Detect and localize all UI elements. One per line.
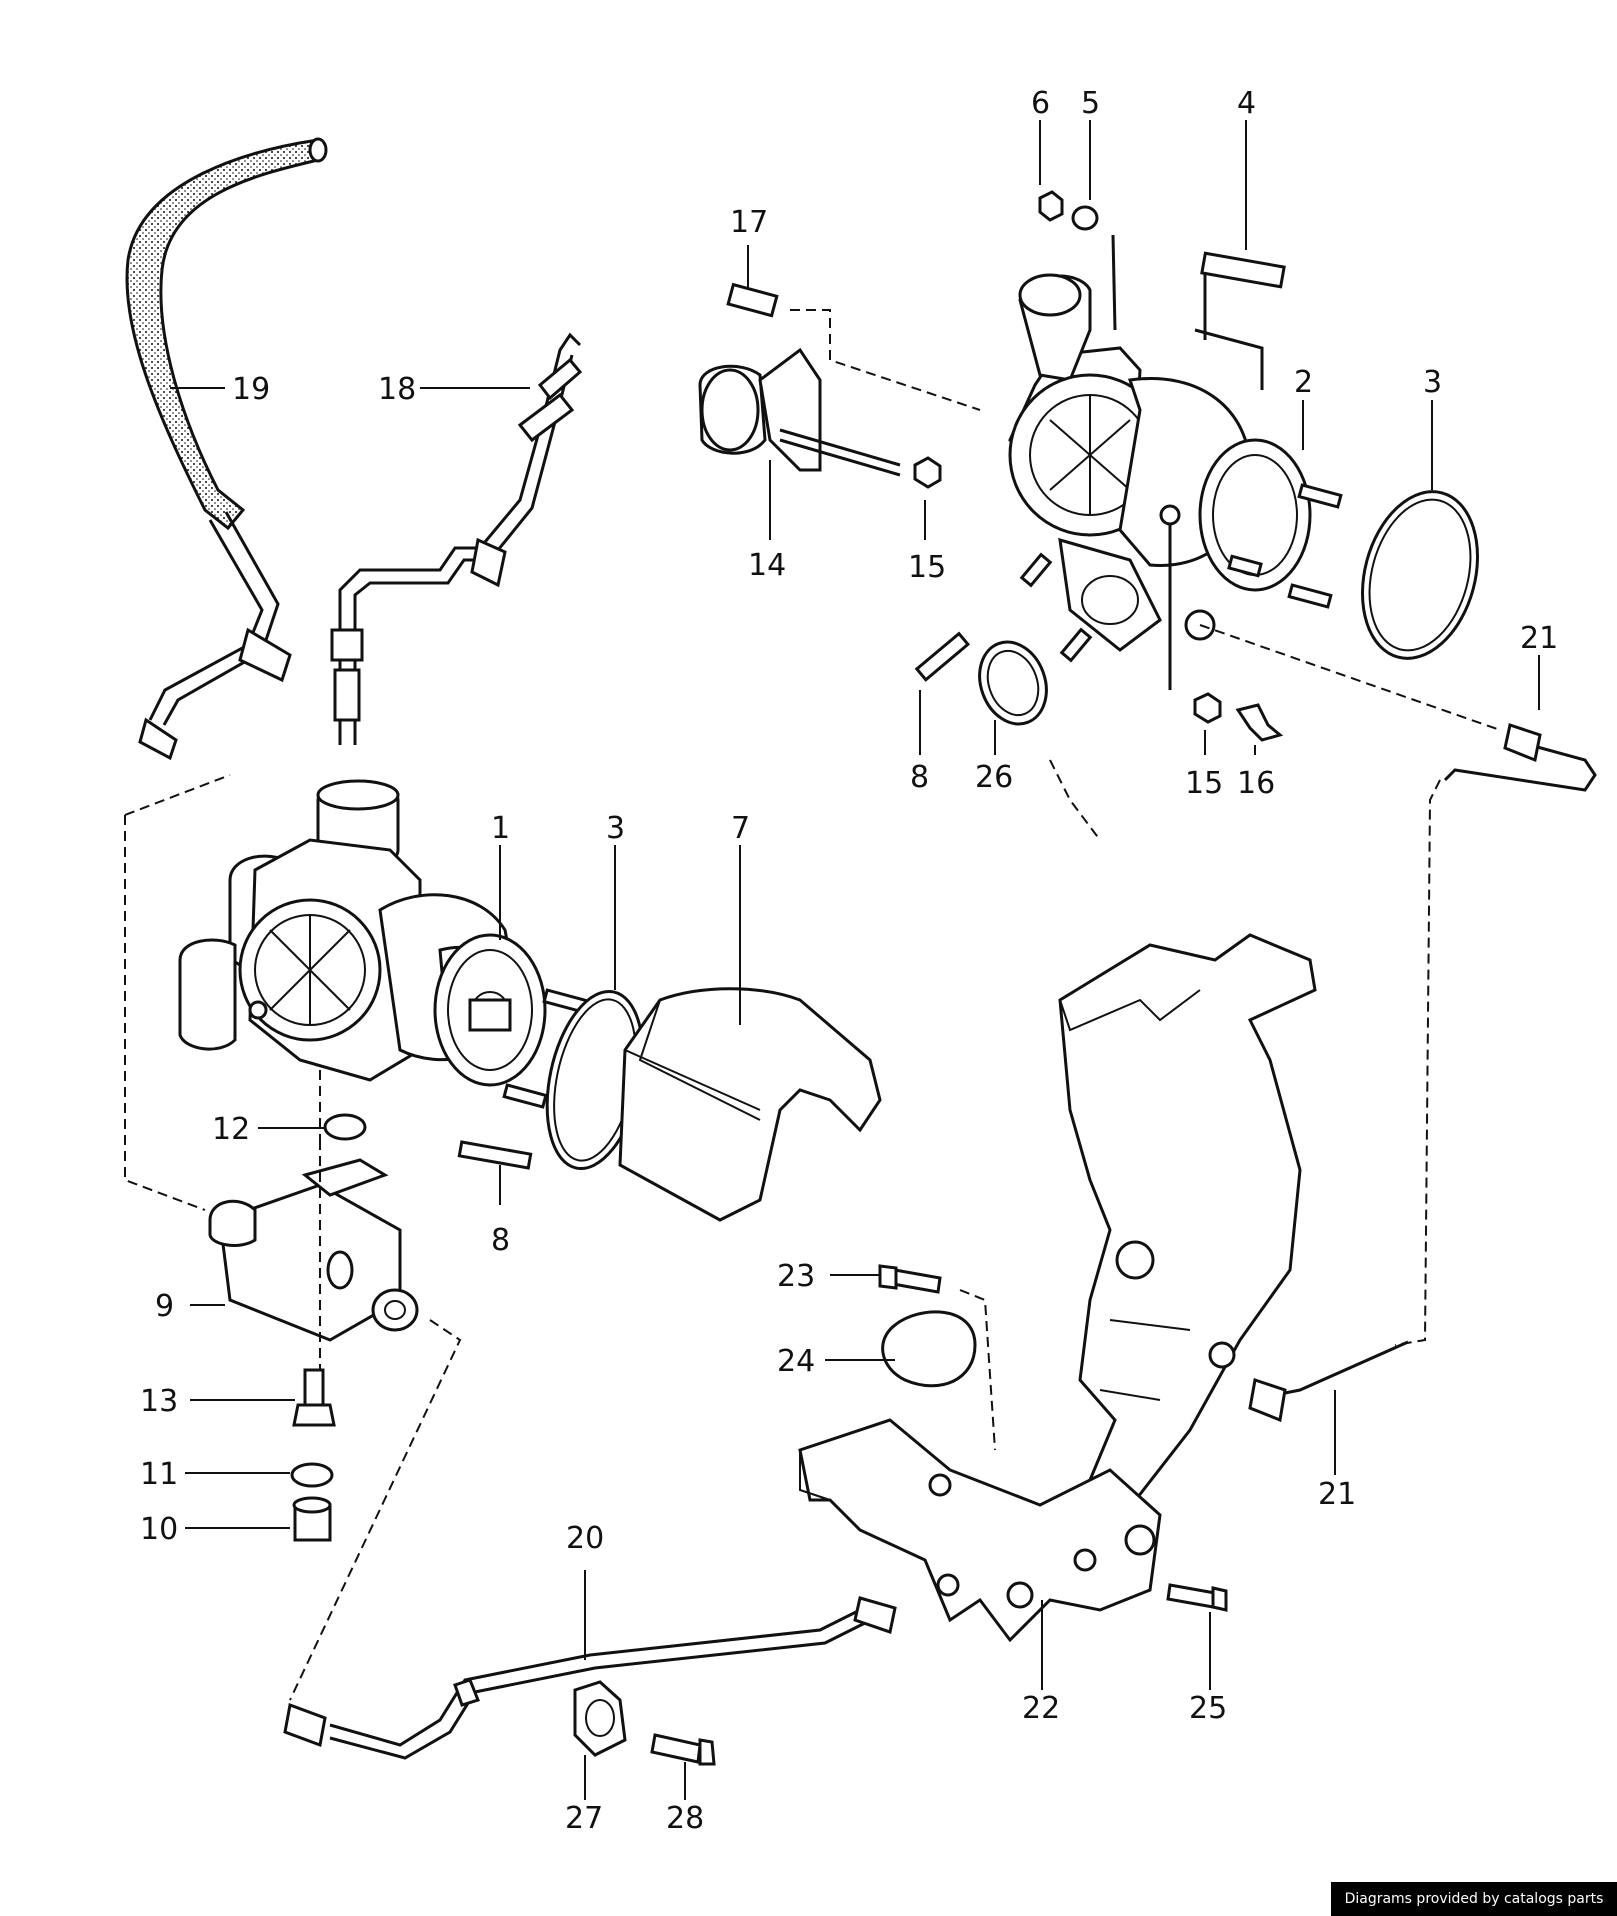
label-3-lower: 3 <box>606 811 625 846</box>
label-6: 6 <box>1031 86 1050 121</box>
stud-8-lower <box>457 1140 533 1170</box>
bolt-25 <box>1166 1583 1228 1612</box>
upper-right-fasteners <box>913 190 1480 742</box>
nut-15-upper <box>913 456 942 489</box>
banjo-bolt-13 <box>303 1368 325 1407</box>
label-3-upper: 3 <box>1423 365 1442 400</box>
grommet-24 <box>881 1310 977 1388</box>
label-8-upper: 8 <box>910 760 929 795</box>
label-12: 12 <box>212 1112 250 1147</box>
gasket-26 <box>978 640 1048 726</box>
washer-12 <box>323 1113 367 1141</box>
label-19: 19 <box>232 372 270 407</box>
nut-15-lower <box>1193 692 1222 724</box>
oil-block-9 <box>124 774 462 1701</box>
label-15-upper: 15 <box>908 550 946 585</box>
label-1: 1 <box>491 811 510 846</box>
heat-shield-7 <box>618 987 882 1222</box>
turbocharger-main <box>178 779 588 1140</box>
label-11: 11 <box>140 1457 178 1492</box>
label-26: 26 <box>975 760 1013 795</box>
oil-line-21 <box>1049 624 1597 1423</box>
label-9: 9 <box>155 1289 174 1324</box>
attribution-footer: Diagrams provided by catalogs parts <box>1331 1882 1617 1916</box>
part-number-labels: 6 5 4 17 19 18 2 3 14 15 21 8 26 15 16 1… <box>140 86 1558 1836</box>
oil-line-20 <box>283 1596 897 1760</box>
turbocharger-upper <box>1008 234 1343 690</box>
label-13: 13 <box>140 1384 178 1419</box>
washer-11 <box>290 1462 334 1488</box>
label-10: 10 <box>140 1512 178 1547</box>
clip-16 <box>1235 703 1284 742</box>
bracket-27 <box>573 1680 716 1766</box>
label-27: 27 <box>565 1801 603 1836</box>
label-25: 25 <box>1189 1691 1227 1726</box>
stud-8-upper <box>914 631 971 682</box>
leader-lines <box>170 120 1540 1800</box>
label-24: 24 <box>777 1344 815 1379</box>
bolt-28 <box>650 1733 702 1764</box>
support-bracket-22 <box>798 933 1317 1643</box>
label-20: 20 <box>566 1521 604 1556</box>
label-14: 14 <box>748 548 786 583</box>
label-15-lower: 15 <box>1185 766 1223 801</box>
nut-6 <box>1038 190 1064 222</box>
label-21-lower: 21 <box>1318 1477 1356 1512</box>
washer-5 <box>1071 205 1099 231</box>
label-7: 7 <box>731 811 750 846</box>
label-22: 22 <box>1022 1691 1060 1726</box>
label-18: 18 <box>378 372 416 407</box>
oil-return-line <box>330 332 583 745</box>
oil-feed-hose <box>125 137 328 761</box>
label-17: 17 <box>730 205 768 240</box>
label-4: 4 <box>1237 86 1256 121</box>
wastegate-actuator <box>698 282 981 477</box>
label-21-upper: 21 <box>1520 621 1558 656</box>
label-23: 23 <box>777 1259 815 1294</box>
label-16: 16 <box>1237 766 1275 801</box>
bolt-23 <box>878 1264 942 1294</box>
label-2: 2 <box>1294 365 1313 400</box>
label-8-lower: 8 <box>491 1223 510 1258</box>
label-5: 5 <box>1081 86 1100 121</box>
seal-ring-3-upper <box>1360 490 1480 660</box>
label-28: 28 <box>666 1801 704 1836</box>
